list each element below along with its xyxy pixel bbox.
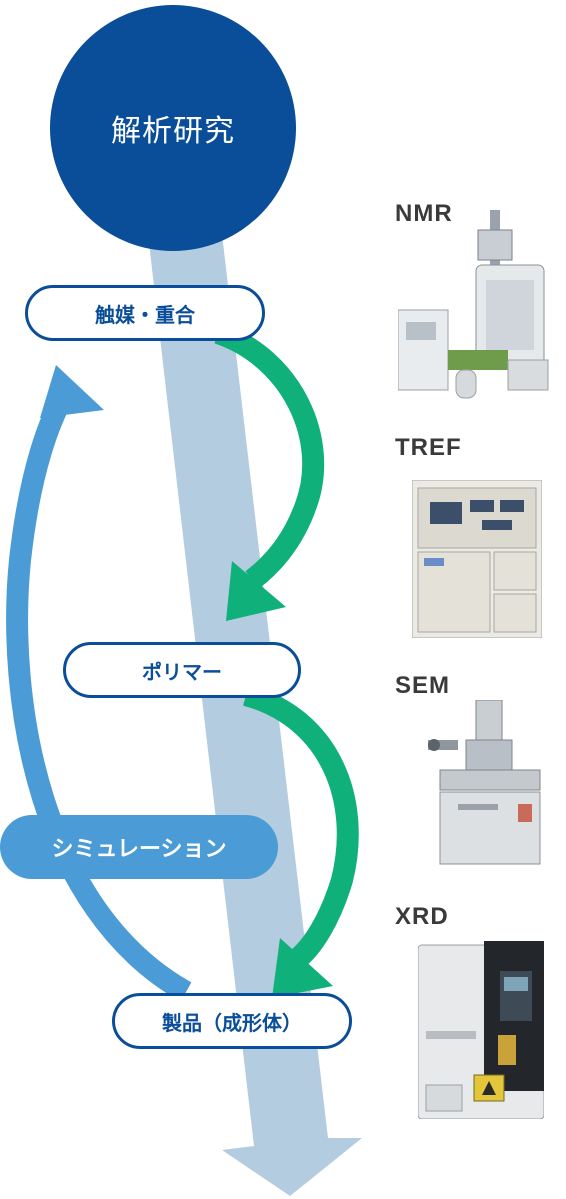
blue-arrowhead — [40, 365, 104, 418]
tref-instrument-image — [412, 480, 542, 638]
catalyst-polymerization-label: 触媒・重合 — [95, 302, 195, 327]
xrd-label: XRD — [395, 903, 449, 930]
green-arrow-catalyst-to-polymer — [214, 322, 325, 589]
tref-label: TREF — [395, 434, 462, 461]
green-arrow-polymer-to-product — [242, 684, 359, 969]
product-molded-label: 製品（成形体） — [162, 1010, 302, 1035]
blue-arrow-product-to-catalyst — [6, 386, 192, 1002]
product-molded-node: 製品（成形体） — [112, 993, 352, 1049]
xrd-instrument-image — [418, 941, 544, 1119]
sem-label: SEM — [395, 672, 451, 699]
analysis-research-circle: 解析研究 — [50, 5, 296, 251]
polymer-node: ポリマー — [63, 642, 301, 698]
nmr-instrument-image — [398, 210, 549, 399]
simulation-node: シミュレーション — [0, 815, 278, 879]
green-arrowhead-1 — [226, 561, 286, 621]
sem-instrument-image — [428, 700, 541, 865]
green-arrowhead-2 — [272, 938, 333, 998]
nmr-label: NMR — [395, 200, 453, 227]
polymer-label: ポリマー — [142, 659, 222, 684]
catalyst-polymerization-node: 触媒・重合 — [25, 285, 265, 341]
simulation-label: シミュレーション — [51, 837, 227, 862]
analysis-research-label: 解析研究 — [111, 114, 235, 149]
